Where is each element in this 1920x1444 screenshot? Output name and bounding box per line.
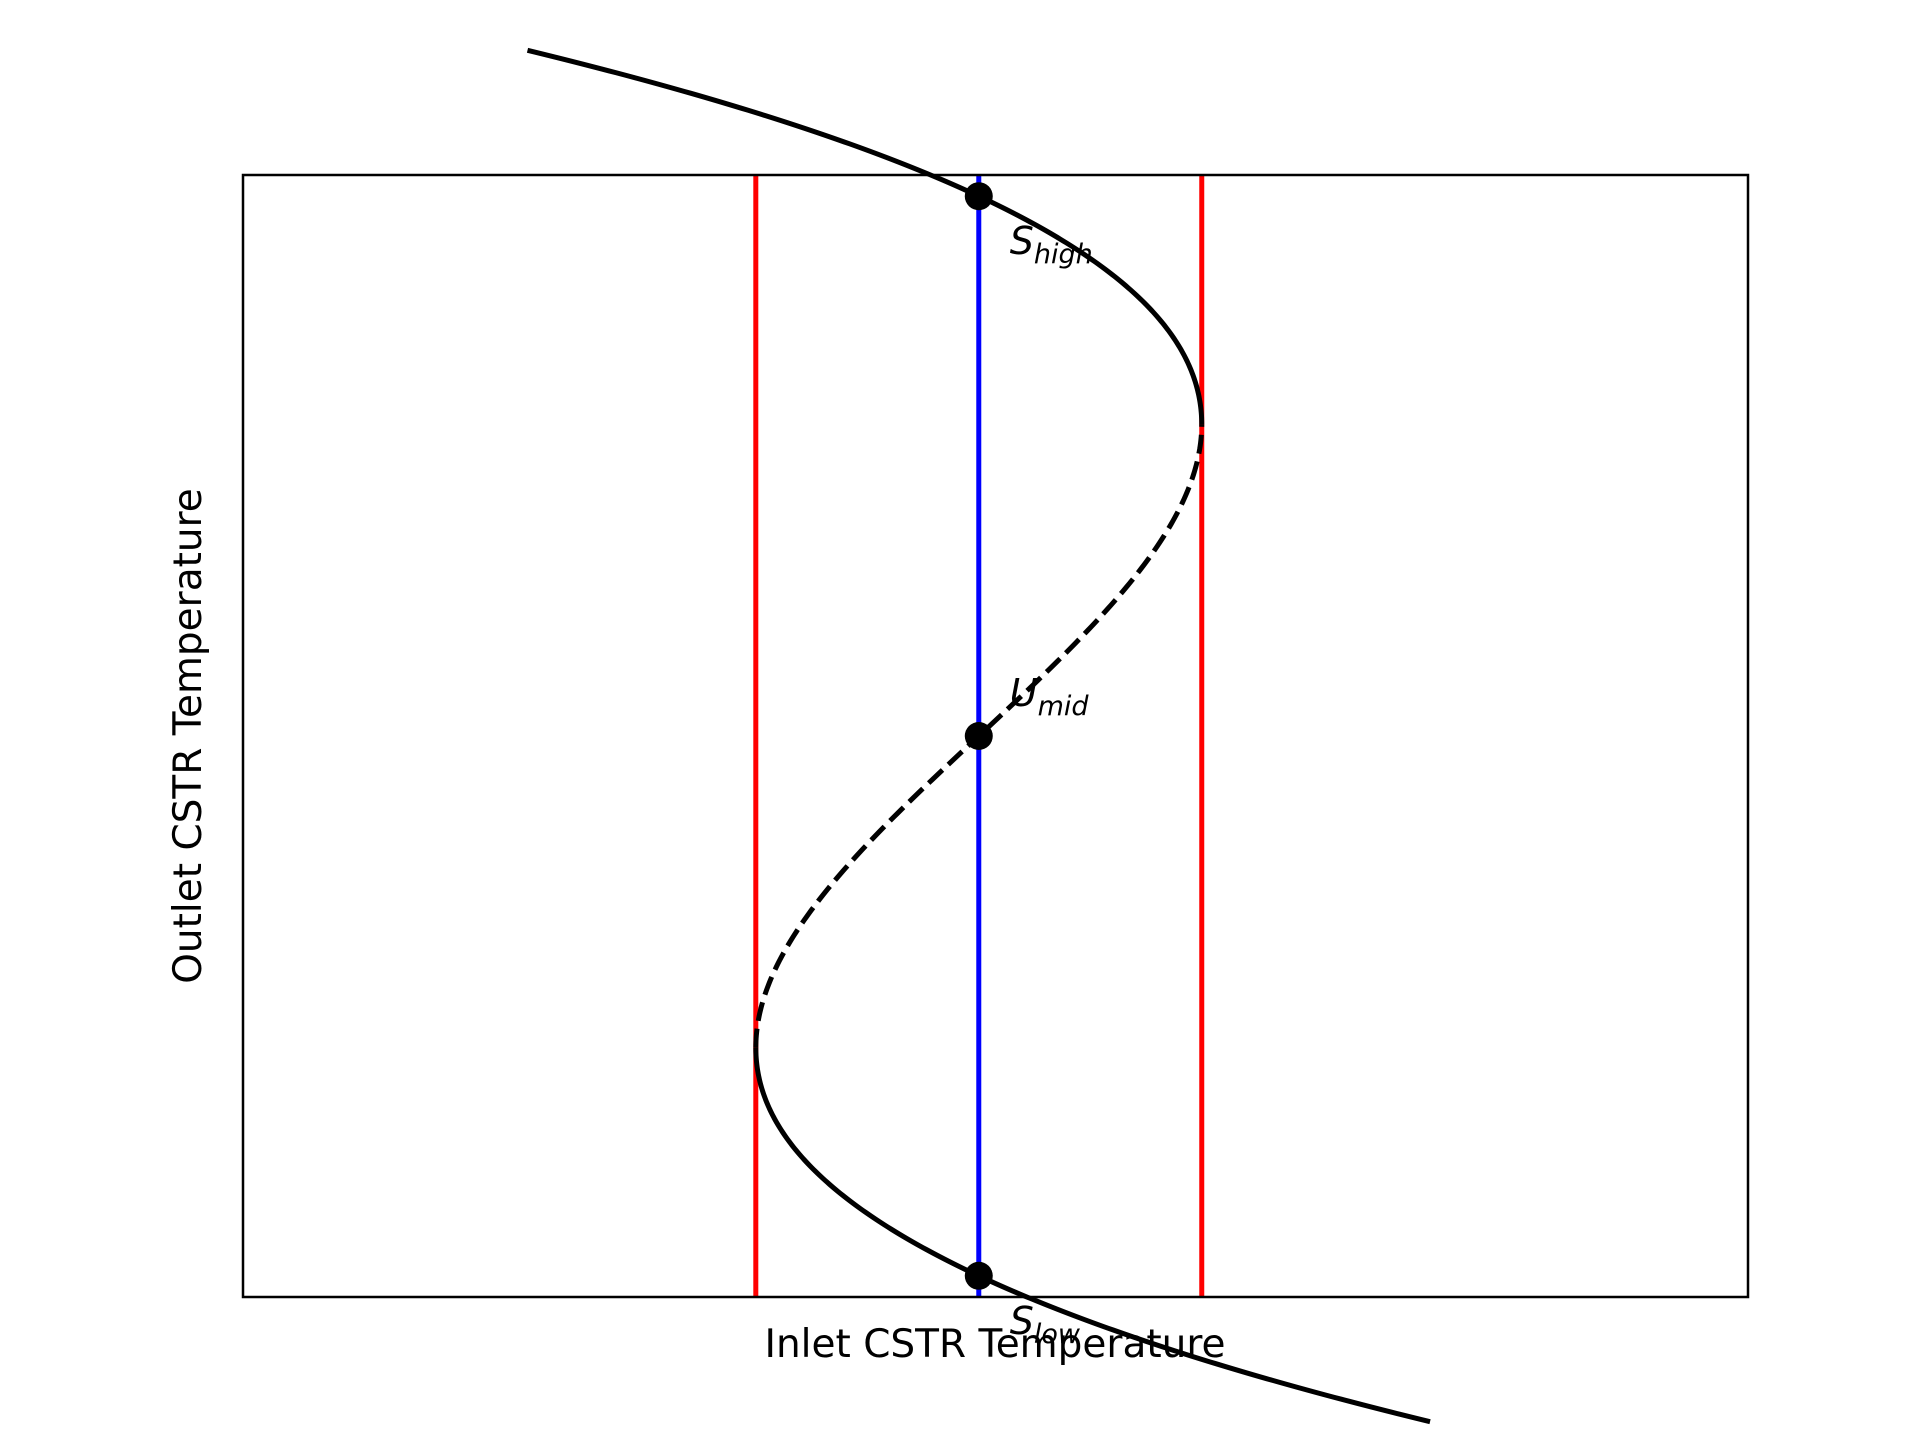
point-label-s-high: Shigh <box>1010 219 1093 270</box>
curve-branch-2 <box>753 1047 1431 1425</box>
point-label-u-mid: Umid <box>1010 671 1090 722</box>
point-label-s-low: Slow <box>1010 1299 1081 1350</box>
point-s-low <box>964 1261 993 1290</box>
curve-branch-0 <box>526 47 1205 425</box>
axes-frame <box>241 173 1750 1299</box>
x-axis-label: Inlet CSTR Temperature <box>764 1322 1225 1367</box>
y-axis-label: Outlet CSTR Temperature <box>166 488 211 984</box>
point-u-mid <box>964 722 993 750</box>
point-s-high <box>964 182 993 211</box>
